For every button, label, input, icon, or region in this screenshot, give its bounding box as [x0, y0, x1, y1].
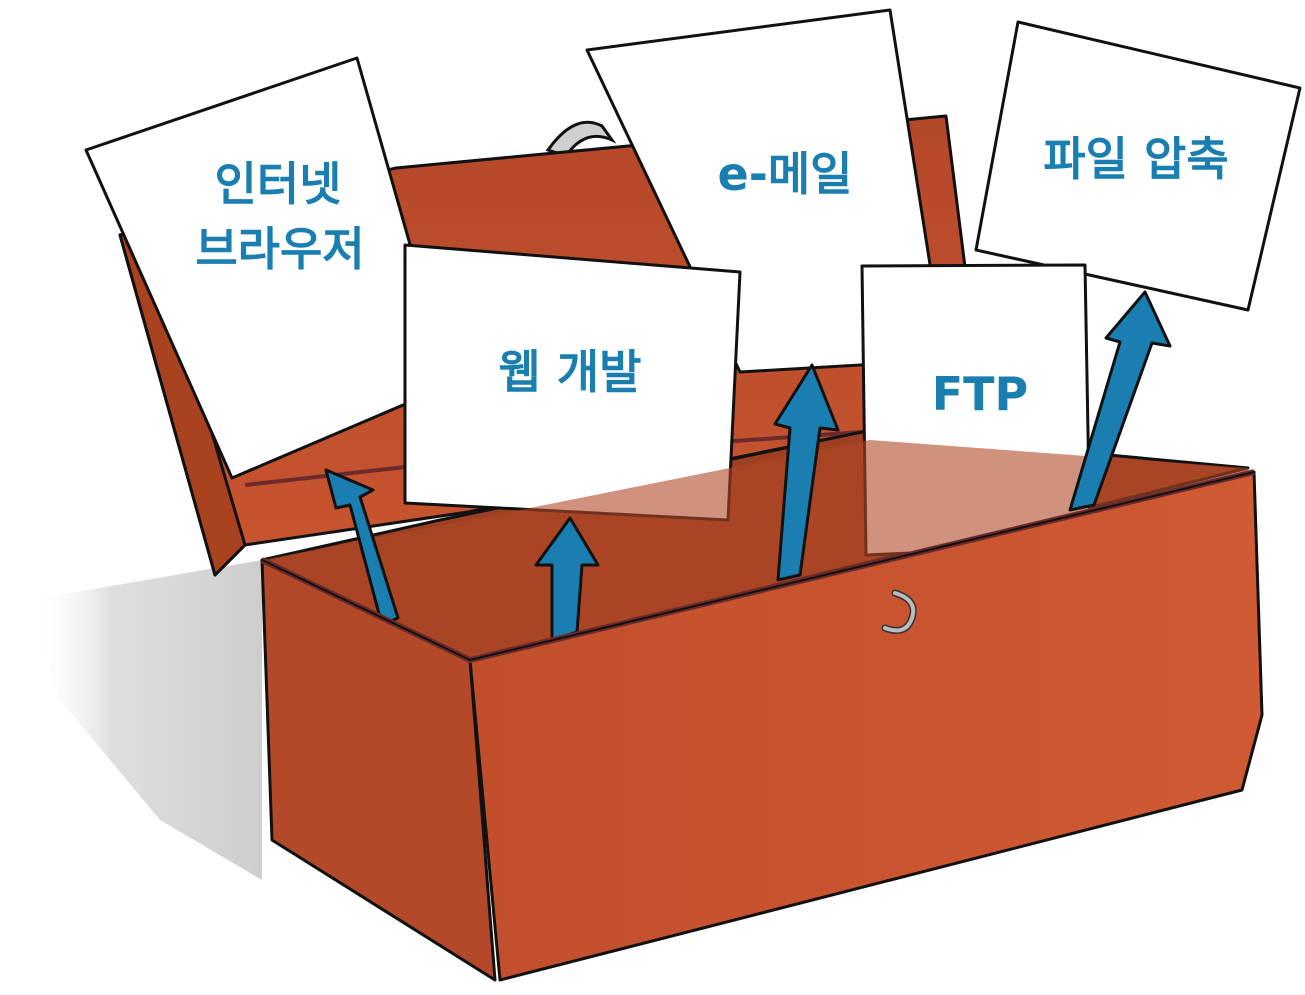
arrow-to-web-dev-icon	[534, 516, 600, 642]
card-file-compress: 파일 압축	[974, 20, 1302, 312]
card-file-compress-label: 파일 압축	[1043, 132, 1228, 186]
box-rim-outline	[261, 471, 1255, 661]
arrow-to-email-icon	[773, 363, 840, 582]
floor-shadow	[30, 560, 262, 880]
card-internet-browser-label: 인터넷	[215, 157, 342, 211]
card-web-dev-label: 웹 개발	[499, 345, 642, 399]
card-ftp-label: FTP	[932, 367, 1029, 421]
arrow-to-file-compress-icon	[1068, 290, 1172, 512]
card-file-compress-paper	[974, 20, 1302, 312]
lid-handle	[545, 120, 617, 158]
card-email: e-메일	[585, 8, 947, 374]
box-inside-back	[262, 440, 1248, 660]
arrow-to-internet-browser-icon	[324, 468, 400, 627]
card-email-label: e-메일	[718, 147, 853, 201]
card-web-dev: 웹 개발	[403, 243, 742, 522]
card-internet-browser-label: 브라우저	[195, 222, 364, 276]
